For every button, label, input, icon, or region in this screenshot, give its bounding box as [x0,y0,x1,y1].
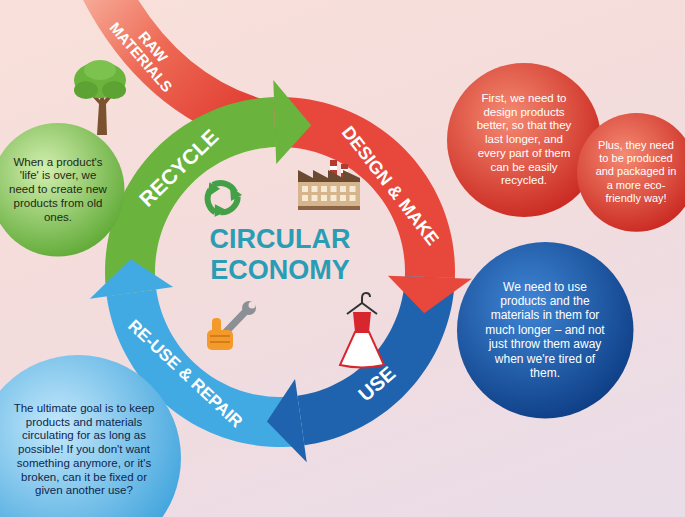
callout-circle: When a product's 'life' is over, we need… [8,156,108,225]
repair-icon [207,301,256,350]
callout-text: When a product's 'life' is over, we need… [8,156,108,225]
callout-circle: The ultimate goal is to keep products an… [11,402,157,499]
cycle-arrow-head [90,259,173,299]
callout-text: The ultimate goal is to keep products an… [11,402,157,499]
raw-materials-arrow [95,0,255,122]
recycle-icon [199,179,242,223]
factory-window [331,186,337,192]
callout-circle-fill [577,113,685,232]
factory-window [350,195,356,201]
tree-icon [74,60,126,135]
factory-window [321,186,327,192]
factory-window [312,186,318,192]
callout-circle: Plus, they need to be produced and packa… [594,139,678,205]
callout-text: We need to use products and the material… [480,280,610,381]
cycle-arrow-head [267,379,307,462]
factory-window [331,195,337,201]
callout-circle: First, we need to design products better… [472,92,576,189]
factory-window [340,186,346,192]
dress-icon [340,293,384,368]
callout-text: Plus, they need to be produced and packa… [594,139,678,205]
factory-window [321,195,327,201]
callout-text: First, we need to design products better… [472,92,576,189]
factory-icon [298,160,360,210]
factory-windows [302,186,356,201]
callout-circle-fill [457,242,633,418]
factory-window [340,195,346,201]
callout-circle-fill [0,355,181,517]
factory-window [350,186,356,192]
cycle-arrow-head [388,276,472,314]
factory-window [302,186,308,192]
diagram-title: CIRCULAR ECONOMY [175,224,385,286]
callout-circle-fill [447,63,601,217]
factory-window [312,195,318,201]
callout-circle: We need to use products and the material… [480,280,610,381]
cycle-arrow-head [273,80,311,164]
factory-window [302,195,308,201]
callout-circle-fill [0,123,125,256]
